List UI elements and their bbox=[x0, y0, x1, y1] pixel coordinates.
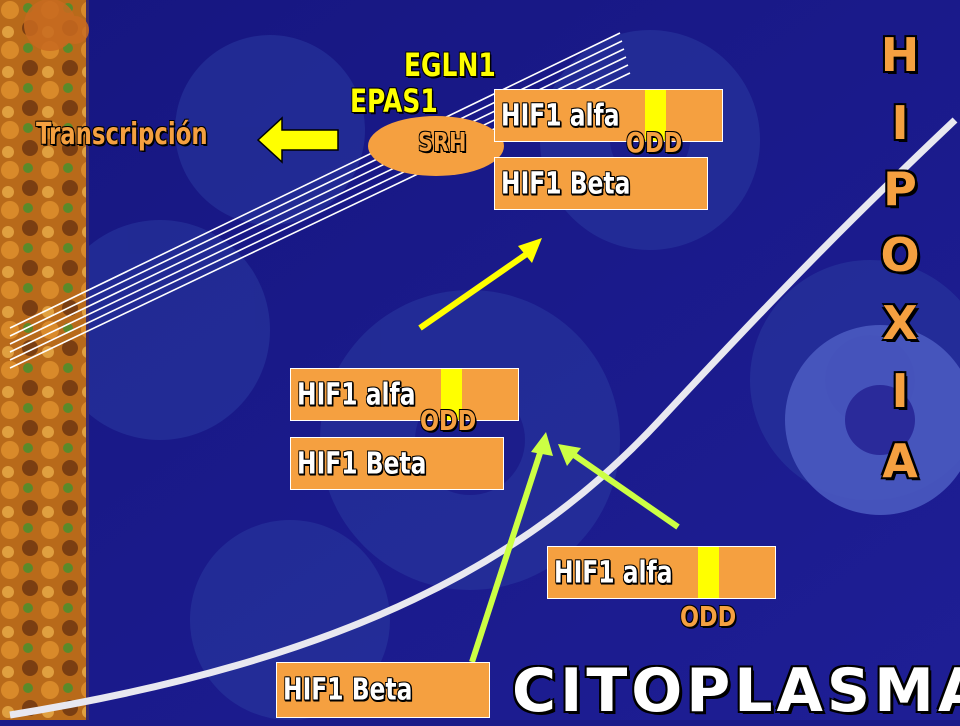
hipoxia-letter: I bbox=[891, 364, 909, 418]
box-label: HIF1 alfa bbox=[297, 377, 416, 412]
hipoxia-letter: X bbox=[882, 296, 918, 350]
box-label: HIF1 alfa bbox=[554, 555, 673, 590]
hipoxia-letter: I bbox=[891, 96, 909, 150]
odd-domain bbox=[441, 369, 462, 420]
middle-odd-label: ODD bbox=[420, 404, 477, 437]
hipoxia-letter: P bbox=[883, 162, 917, 216]
box-label: HIF1 Beta bbox=[501, 166, 631, 201]
srh-ellipse bbox=[368, 116, 504, 176]
nucleus-odd-label: ODD bbox=[626, 126, 683, 159]
hipoxia-letter: H bbox=[880, 28, 920, 82]
nuclear-translocation-arrow bbox=[418, 238, 542, 331]
odd-domain bbox=[698, 547, 719, 598]
membrane-curve bbox=[9, 117, 958, 719]
epas1-label: EPAS1 bbox=[350, 82, 438, 120]
nucleus-hif1-alfa-box: HIF1 alfa bbox=[494, 89, 723, 142]
box-label: HIF1 Beta bbox=[297, 446, 427, 481]
nucleus-hif1-beta-box: HIF1 Beta bbox=[494, 157, 708, 210]
cyto-odd-label: ODD bbox=[680, 600, 737, 633]
odd-domain bbox=[645, 90, 666, 141]
middle-hif1-beta-box: HIF1 Beta bbox=[290, 437, 504, 490]
citoplasma-label: CITOPLASMA bbox=[512, 656, 960, 726]
middle-hif1-alfa-box: HIF1 alfa bbox=[290, 368, 519, 421]
left-texture-strip bbox=[0, 0, 86, 720]
hipoxia-letter: O bbox=[880, 228, 920, 282]
alfa-dimerization-arrow bbox=[558, 444, 680, 530]
cyto-hif1-beta-box: HIF1 Beta bbox=[276, 662, 490, 718]
transcripcion-label: Transcripción bbox=[36, 117, 208, 152]
transcription-arrow bbox=[256, 116, 339, 164]
egln1-label: EGLN1 bbox=[404, 46, 496, 84]
box-label: HIF1 Beta bbox=[283, 672, 413, 708]
srh-label: SRH bbox=[418, 128, 467, 158]
cyto-hif1-alfa-box: HIF1 alfa bbox=[547, 546, 776, 599]
hipoxia-letter: A bbox=[882, 434, 918, 488]
beta-dimerization-arrow bbox=[469, 432, 553, 663]
box-label: HIF1 alfa bbox=[501, 98, 620, 133]
